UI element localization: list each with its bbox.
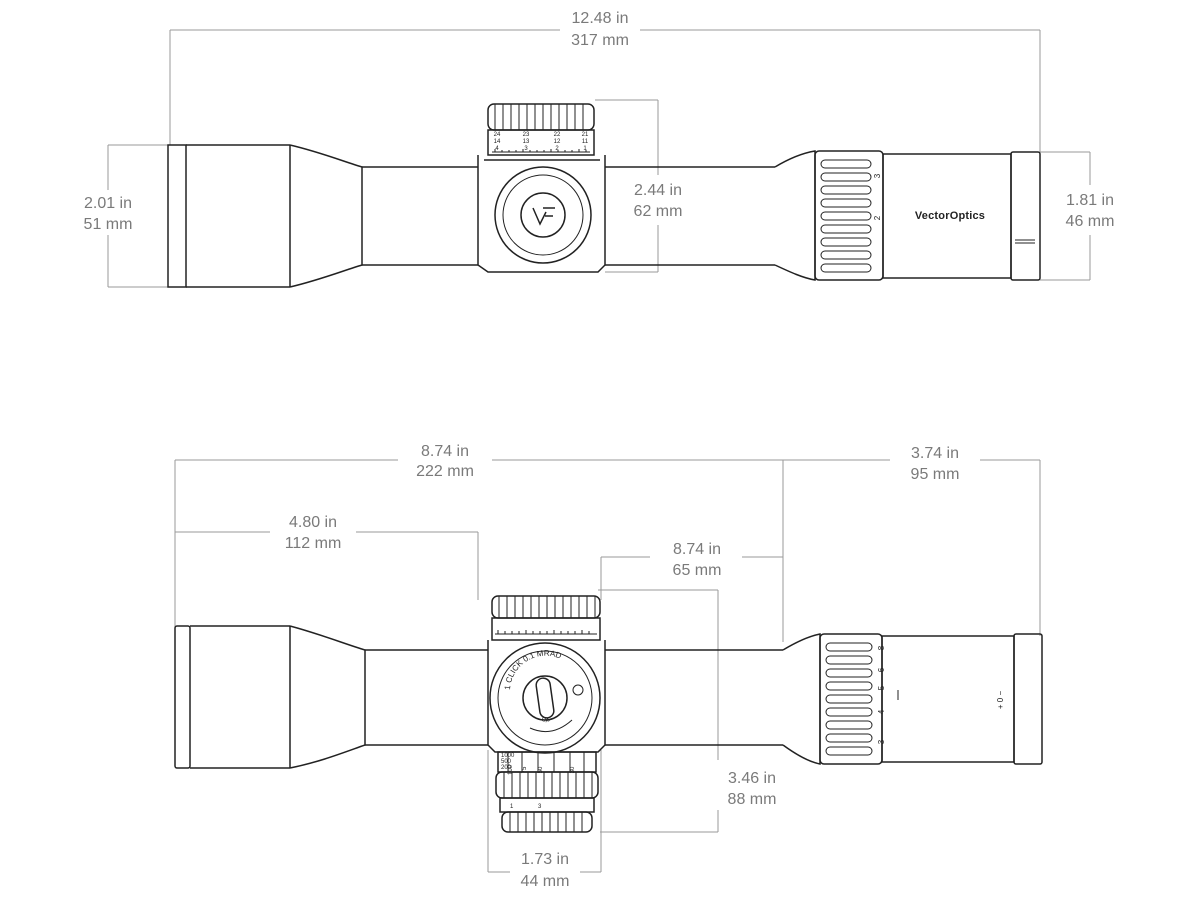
side-zoom-markings: 8 6 5 4 3 + 0 − xyxy=(877,645,1005,744)
cap-mark: 2 xyxy=(555,146,559,152)
body-length-mm: 222 mm xyxy=(416,463,474,480)
turret-height-mm: 62 mm xyxy=(634,203,683,220)
overall-length-mm: 317 mm xyxy=(571,32,629,49)
brand-logo: VectorOptics xyxy=(915,210,985,222)
cap-mark: 12 xyxy=(554,139,561,145)
cap-mark: 14 xyxy=(494,139,501,145)
cap-mark: 1 xyxy=(583,146,587,152)
turret-width-mm: 44 mm xyxy=(521,873,570,890)
cap-mark: 11 xyxy=(582,139,589,145)
turret-height-in: 2.44 in xyxy=(634,182,682,199)
parallax-mark: 100 xyxy=(508,764,514,775)
objective-diameter-in: 2.01 in xyxy=(84,195,132,212)
eyepiece-diameter-mm: 46 mm xyxy=(1066,213,1115,230)
parallax-mark: 50 xyxy=(538,766,544,773)
cap-mark: 22 xyxy=(554,132,561,138)
side-scope-outline xyxy=(174,595,1043,833)
turret-total-height-in: 3.46 in xyxy=(728,770,776,787)
turret-width-in: 1.73 in xyxy=(521,851,569,868)
eyepiece-diameter-in: 1.81 in xyxy=(1066,192,1114,209)
cap-mark: 23 xyxy=(523,132,530,138)
zoom-mark: 4 xyxy=(877,709,886,714)
body-length-in: 8.74 in xyxy=(421,443,469,460)
turret-total-height-dimension: 3.46 in 88 mm xyxy=(598,589,777,833)
eyepiece-diameter-dimension: 1.81 in 46 mm xyxy=(1040,151,1115,281)
parallax-mark: 30 xyxy=(570,766,576,773)
turret-to-eyepiece-dimension: 8.74 in 65 mm xyxy=(600,541,783,600)
illum-mark: 1 xyxy=(510,804,514,810)
front-to-turret-dimension: 4.80 in 112 mm xyxy=(175,514,479,600)
parallax-small-mark: 500 xyxy=(501,759,512,765)
overall-length-in: 12.48 in xyxy=(572,10,629,27)
top-view: 12.48 in 317 mm 2.01 in 51 mm 2.44 in 62… xyxy=(84,10,1115,288)
top-scope-outline xyxy=(167,103,1041,288)
side-view: 8.74 in 222 mm 3.74 in 95 mm 4.80 in 112… xyxy=(174,443,1043,890)
zoom-mark: 5 xyxy=(877,685,886,690)
turret-height-dimension: 2.44 in 62 mm xyxy=(595,99,683,273)
turret-up-label: UP xyxy=(540,717,550,725)
body-length-dimension: 8.74 in 222 mm 3.74 in 95 mm xyxy=(174,443,1041,642)
turret-to-eyepiece-in: 8.74 in xyxy=(673,541,721,558)
front-to-turret-mm: 112 mm xyxy=(285,535,342,552)
parallax-small-mark: 1000 xyxy=(501,753,515,759)
cap-mark: 21 xyxy=(582,132,589,138)
zoom-mark: 2 xyxy=(873,215,882,220)
zoom-mark: 3 xyxy=(873,173,882,178)
cap-mark: 4 xyxy=(495,146,499,152)
eyepiece-length-in: 3.74 in xyxy=(911,445,959,462)
turret-total-height-mm: 88 mm xyxy=(728,791,777,808)
objective-diameter-dimension: 2.01 in 51 mm xyxy=(84,144,170,288)
turret-width-dimension: 1.73 in 44 mm xyxy=(487,750,602,890)
diopter-label: + 0 − xyxy=(996,691,1005,710)
cap-mark: 13 xyxy=(523,139,530,145)
turret-to-eyepiece-mm: 65 mm xyxy=(673,562,722,579)
zoom-mark: 6 xyxy=(877,667,886,672)
eyepiece-length-mm: 95 mm xyxy=(911,466,960,483)
zoom-mark: 3 xyxy=(877,739,886,744)
parallax-small-mark: 200 xyxy=(501,765,512,771)
zoom-mark: 8 xyxy=(877,645,886,650)
top-turret-cap-markings: 24 23 22 21 14 13 12 11 4 3 2 1 xyxy=(492,132,590,153)
objective-diameter-mm: 51 mm xyxy=(84,216,133,233)
cap-mark: 3 xyxy=(524,146,528,152)
overall-length-dimension: 12.48 in 317 mm xyxy=(169,10,1041,152)
parallax-mark: 75 xyxy=(522,766,528,773)
cap-mark: 24 xyxy=(494,132,501,138)
front-to-turret-in: 4.80 in xyxy=(289,514,337,531)
illum-mark: 3 xyxy=(538,804,542,810)
